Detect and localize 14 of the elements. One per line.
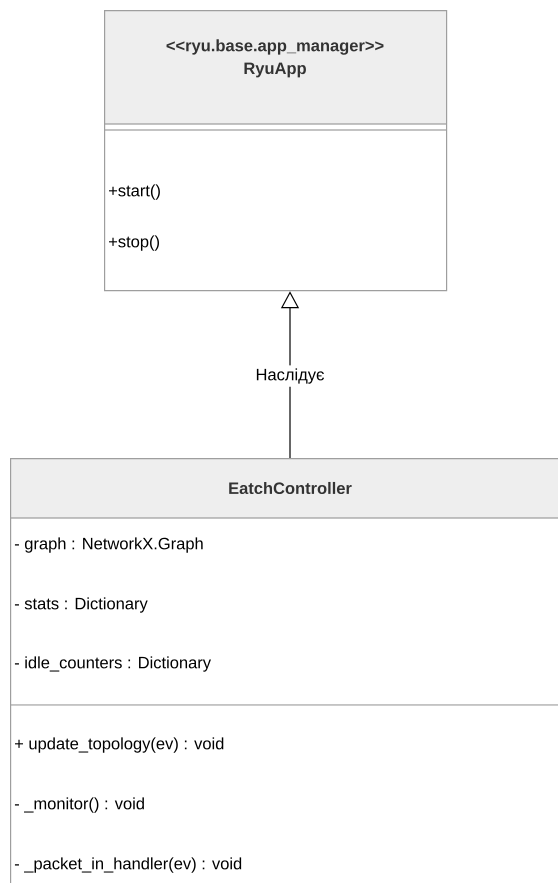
- method-text: +stop(): [109, 235, 159, 251]
- method-text: + update_topology(ev) : void: [15, 737, 224, 753]
- class-name: EatchController: [229, 482, 352, 494]
- attribute-text: - idle_counters : Dictionary: [14, 656, 211, 672]
- class-box: [10, 458, 558, 883]
- method-text: +start(): [109, 184, 160, 200]
- edge-label: Наслідує: [252, 365, 328, 387]
- class-box: [104, 10, 448, 292]
- class-name: RyuApp: [244, 62, 306, 78]
- method-text: - _monitor() : void: [14, 797, 144, 813]
- attribute-text: - stats : Dictionary: [14, 597, 148, 613]
- attribute-text: - graph : NetworkX.Graph: [14, 537, 203, 553]
- method-text: - _packet_in_handler(ev) : void: [14, 857, 242, 873]
- stereotype-text: <<ryu.base.app_manager>>: [166, 39, 384, 55]
